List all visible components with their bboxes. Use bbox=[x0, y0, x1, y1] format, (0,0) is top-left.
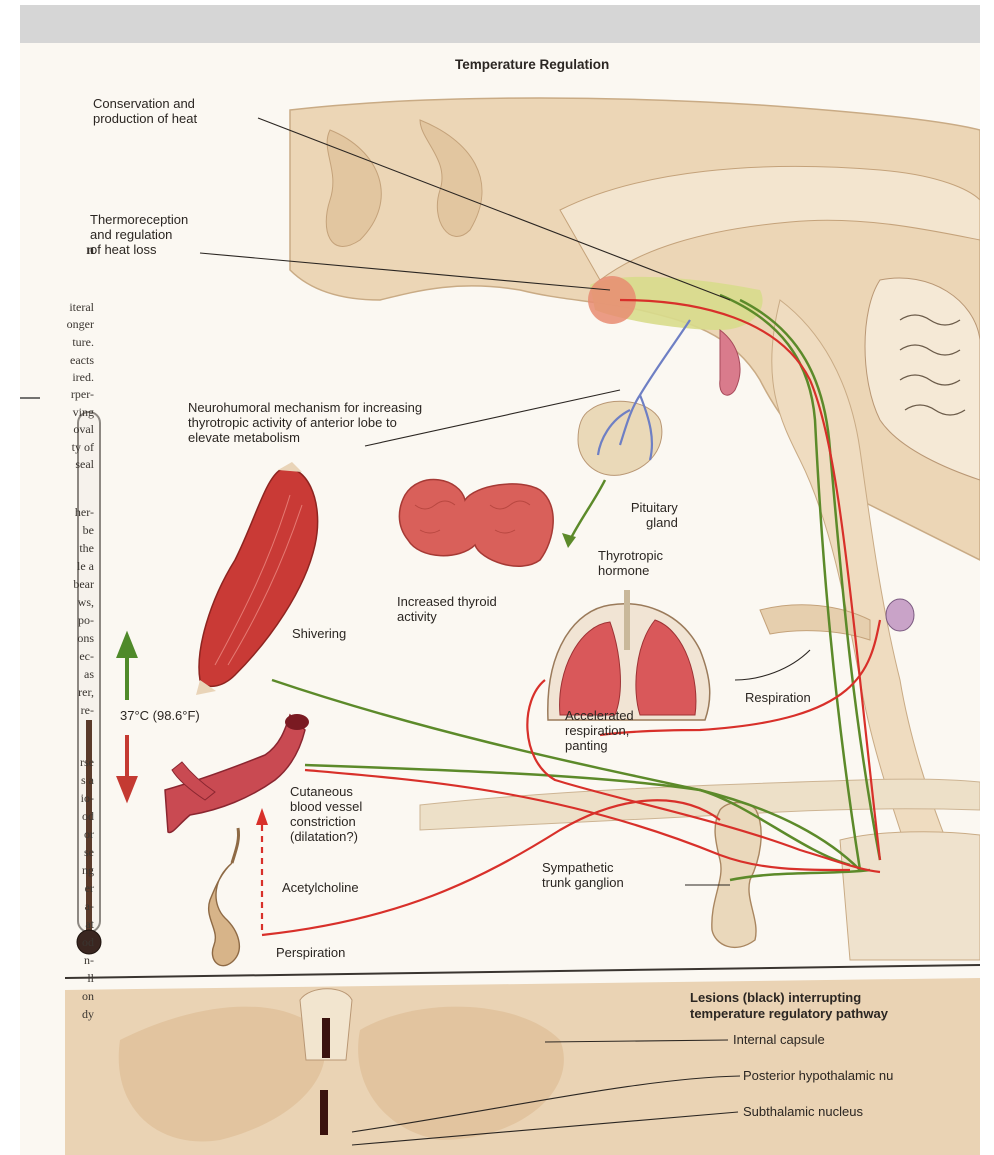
facing-page-fragment: n- bbox=[84, 953, 94, 968]
facing-page-fragment: ving bbox=[73, 405, 94, 420]
facing-page-fragment: ec- bbox=[79, 649, 94, 664]
facing-page-fragment: a- bbox=[85, 899, 94, 914]
facing-page-fragment: rper- bbox=[71, 387, 94, 402]
facing-page-fragment: od bbox=[82, 935, 94, 950]
facing-page-fragment: s a bbox=[81, 773, 94, 788]
facing-page-fragment: or bbox=[84, 827, 94, 842]
facing-page-fragment: eacts bbox=[70, 353, 94, 368]
facing-page-fragment: dy bbox=[82, 1007, 94, 1022]
green-path-pituitary bbox=[570, 480, 605, 540]
label-perspiration: Perspiration bbox=[276, 945, 345, 960]
label-internal-capsule: Internal capsule bbox=[733, 1032, 825, 1047]
facing-page-fragment: at bbox=[85, 917, 94, 932]
label-subthalamic: Subthalamic nucleus bbox=[743, 1104, 863, 1119]
facing-page-fragment: ll bbox=[87, 971, 94, 986]
facing-page-fragment: po- bbox=[78, 613, 94, 628]
facing-page-fragment: ture. bbox=[72, 335, 94, 350]
arrow-down-red bbox=[119, 735, 135, 798]
spinal-cord bbox=[840, 832, 980, 960]
facing-page-fragment: le a bbox=[77, 559, 94, 574]
label-conservation: Conservation andproduction of heat bbox=[93, 96, 197, 126]
facing-page-fragment: her- bbox=[75, 505, 94, 520]
facing-page-fragment: rer, bbox=[78, 685, 94, 700]
label-shivering: Shivering bbox=[292, 626, 346, 641]
facing-page-fragment: seal bbox=[75, 457, 94, 472]
facing-page-fragment: on bbox=[82, 989, 94, 1004]
pituitary-gland bbox=[578, 401, 662, 475]
facing-page-fragment: re- bbox=[81, 703, 94, 718]
facing-page-fragment: onger bbox=[67, 317, 94, 332]
label-temperature: 37°C (98.6°F) bbox=[120, 708, 200, 723]
facing-page-fragment: as bbox=[84, 667, 94, 682]
thyroid-gland bbox=[399, 480, 553, 567]
facing-page-fragment: bear bbox=[73, 577, 94, 592]
top-gray-bar bbox=[20, 5, 980, 43]
facing-page-fragment: ty of bbox=[72, 440, 94, 455]
facing-page-fragment: ws, bbox=[78, 595, 94, 610]
facing-page-fragment: io- bbox=[81, 791, 94, 806]
respiratory-center bbox=[886, 599, 914, 631]
lesion-1 bbox=[322, 1018, 330, 1058]
label-posterior-hypothalamic: Posterior hypothalamic nu bbox=[743, 1068, 893, 1083]
label-cutaneous: Cutaneousblood vesselconstriction(dilata… bbox=[290, 784, 362, 844]
facing-page-fragment: ired. bbox=[72, 370, 94, 385]
facing-page-fragment: be bbox=[83, 523, 94, 538]
label-neurohumoral: Neurohumoral mechanism for increasingthy… bbox=[188, 400, 422, 445]
facing-page-fragment: ng bbox=[82, 863, 94, 878]
anatomy-illustration bbox=[20, 43, 980, 1155]
lesion-2 bbox=[320, 1090, 328, 1135]
acetylcholine-arrowhead bbox=[256, 808, 268, 825]
facing-page-fragment: od bbox=[82, 809, 94, 824]
label-respiration: Respiration bbox=[745, 690, 811, 705]
sweat-gland bbox=[209, 863, 240, 966]
vessel-opening bbox=[285, 714, 309, 730]
muscle bbox=[199, 468, 318, 686]
facing-page-fragment: oval bbox=[73, 422, 94, 437]
figure-title: Temperature Regulation bbox=[455, 57, 609, 72]
facing-page-fragment: se bbox=[84, 845, 94, 860]
facing-page-fragment: the bbox=[79, 541, 94, 556]
label-acetylcholine: Acetylcholine bbox=[282, 880, 359, 895]
nerve-bundle bbox=[420, 779, 980, 830]
facing-page-fragment: ons bbox=[77, 631, 94, 646]
arrow-up-green bbox=[119, 636, 135, 700]
facing-page-fragment: er bbox=[85, 881, 94, 896]
sweat-duct bbox=[232, 828, 239, 863]
facing-page-fragment: rse bbox=[80, 755, 94, 770]
book-page bbox=[20, 43, 980, 1155]
panel-divider bbox=[65, 965, 980, 978]
facing-page-fragment: iteral bbox=[69, 300, 94, 315]
